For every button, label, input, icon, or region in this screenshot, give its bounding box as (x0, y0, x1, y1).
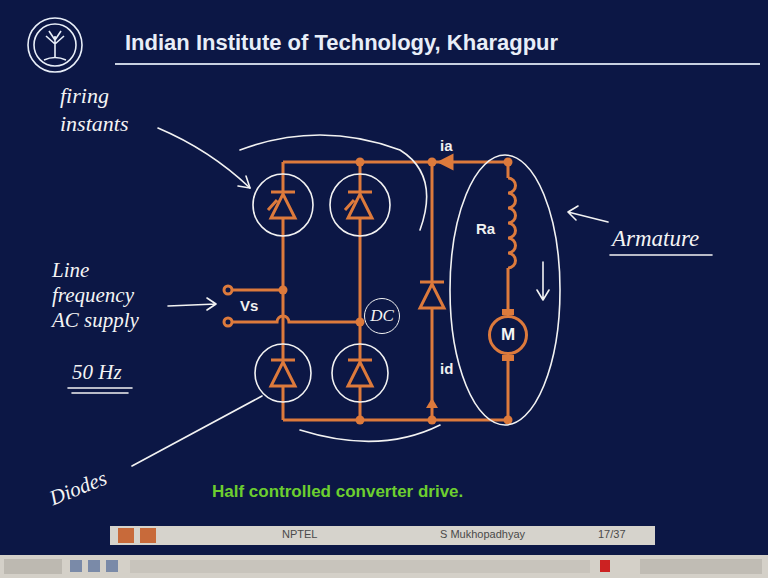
handwritten-note: Line frequency AC supply (52, 258, 164, 334)
node-text: DC (370, 306, 394, 326)
dc-rail (283, 162, 508, 420)
annotation-circle (255, 344, 311, 402)
header-rule (115, 63, 760, 65)
handwritten-note-text: 50 Hz (72, 360, 122, 384)
voltage-label-text: Vs (240, 297, 258, 314)
toolbar-text-text: S Mukhopadhyay (440, 528, 525, 541)
current-arrow (440, 156, 452, 168)
handwritten-circle: DC (364, 298, 400, 334)
annotation-arrow (568, 206, 608, 222)
slide-caption: Half controlled converter drive. (212, 482, 463, 502)
current-arrow (426, 398, 438, 408)
motor-brush (502, 355, 514, 361)
taskbar (0, 555, 768, 578)
annotation-underline (68, 388, 132, 393)
freewheel-diode-symbol (420, 282, 444, 308)
logo-tree (46, 31, 64, 58)
annotation-arrow (168, 298, 216, 310)
current-label: ia (440, 137, 453, 154)
junction-dot (504, 158, 513, 167)
clock-area (640, 559, 762, 574)
handwritten-note: firing instants (60, 82, 155, 137)
supply-terminal (224, 286, 232, 294)
toolbar-text: NPTEL (282, 528, 317, 541)
mid-leg-wire (359, 162, 362, 420)
annotation-circle (330, 174, 390, 236)
diode-leg-wire (431, 162, 434, 420)
thyristor-symbol (268, 192, 295, 218)
inductor-symbol (508, 178, 516, 268)
resistance-label-text: Ra (476, 220, 495, 237)
annotation-circle (332, 344, 388, 402)
handwritten-note-text: firing instants (60, 82, 155, 137)
taskbar-icon (70, 560, 82, 572)
junction-dot (356, 416, 365, 425)
junction-dot (279, 286, 288, 295)
junction-dot (356, 318, 365, 327)
toolbar-text-text: NPTEL (282, 528, 317, 541)
annotation-arrowhead (238, 176, 250, 188)
tool-strip (130, 560, 590, 573)
slide-caption-text: Half controlled converter drive. (212, 482, 463, 502)
junction-dot (356, 158, 365, 167)
slide-title-text: Indian Institute of Technology, Kharagpu… (125, 30, 558, 55)
current-label-text: ia (440, 137, 453, 154)
junction-dot (428, 158, 437, 167)
annotation-arrow (158, 128, 250, 188)
supply-terminal (224, 318, 232, 326)
junction-dots (279, 158, 513, 425)
start-button (4, 559, 62, 574)
supply-wire (232, 316, 360, 322)
toolbar-text-text: 17/37 (598, 528, 626, 541)
annotation-circle (253, 174, 313, 236)
taskbar-icon (106, 560, 118, 572)
diode-symbol (271, 360, 295, 386)
current-label-text: id (440, 360, 453, 377)
handwritten-note-text: Line frequency AC supply (52, 258, 164, 334)
taskbar-icon (88, 560, 100, 572)
annotation-underline (610, 254, 712, 256)
voltage-label: Vs (240, 297, 258, 314)
toolbar-text: S Mukhopadhyay (440, 528, 525, 541)
annotation-arrow (537, 262, 549, 300)
handwritten-note-text: Diodes (46, 466, 110, 511)
handwritten-note-text: Armature (612, 226, 699, 252)
annotation-arrow (132, 396, 262, 466)
toolbar-text: 17/37 (598, 528, 626, 541)
nav-button (118, 528, 134, 543)
armature-wire (507, 162, 510, 420)
thyristor-symbol (345, 192, 372, 218)
current-label: id (440, 360, 453, 377)
logo-ring (28, 18, 82, 72)
motor-circle: M (488, 315, 528, 355)
handwritten-note: 50 Hz (72, 360, 122, 384)
junction-dot (504, 416, 513, 425)
converter-circuit (224, 156, 516, 420)
annotation-loop (450, 155, 560, 425)
handwritten-note: Armature (612, 226, 699, 252)
logo-book (44, 58, 66, 61)
annotation-scribble (300, 425, 440, 441)
annotation-scribble (240, 135, 427, 230)
nav-button (140, 528, 156, 543)
diode-symbol (348, 360, 372, 386)
slide-title: Indian Institute of Technology, Kharagpu… (125, 30, 558, 55)
toolbar-bar (110, 526, 655, 545)
handwritten-note: Diodes (46, 466, 110, 511)
handwritten-annotations (68, 128, 712, 466)
taskbar-bar (0, 555, 768, 578)
institute-logo (28, 18, 82, 72)
logo-ring (34, 24, 76, 66)
taskbar-icon (600, 560, 610, 572)
presenter-toolbar (110, 526, 655, 545)
junction-dot (428, 416, 437, 425)
supply-wire (232, 289, 283, 292)
node-text: M (501, 325, 515, 345)
resistance-label: Ra (476, 220, 495, 237)
